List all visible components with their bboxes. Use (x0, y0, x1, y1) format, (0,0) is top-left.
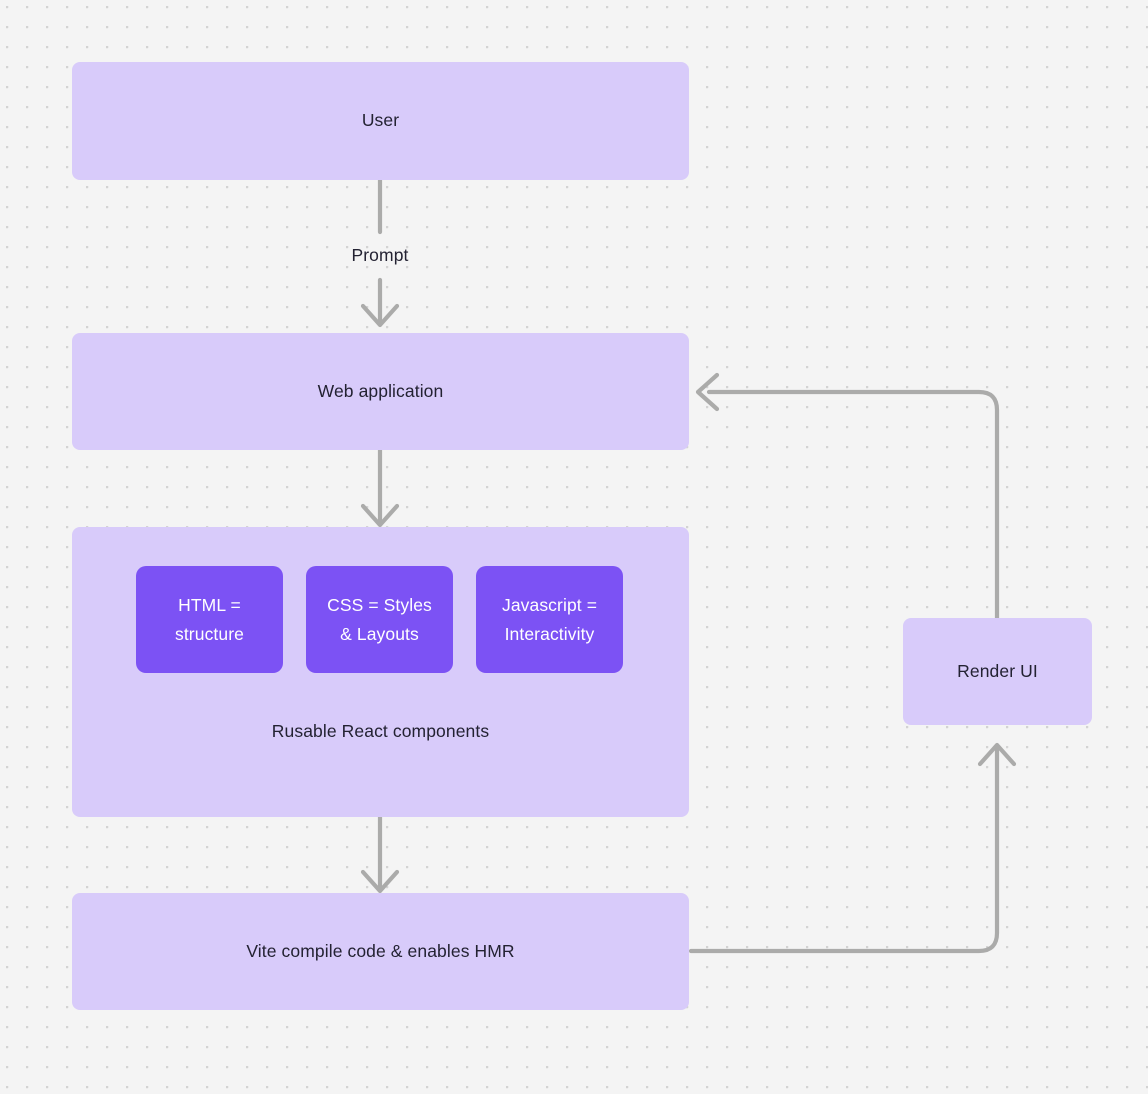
node-components-group-label: Rusable React components (271, 721, 490, 741)
node-vite-label: Vite compile code & enables HMR (246, 940, 515, 961)
edge-components-to-vite-arrowhead (360, 869, 400, 894)
node-user-label: User (361, 110, 400, 131)
chip-javascript-label: Javascript = Interactivity (501, 595, 598, 644)
chip-css-label: CSS = Styles & Layouts (327, 595, 432, 644)
node-components-group[interactable]: HTML = structure CSS = Styles & Layouts … (72, 527, 689, 817)
chip-html[interactable]: HTML = structure (136, 566, 283, 673)
edge-web-to-components-arrowhead (360, 503, 400, 528)
node-web-application[interactable]: Web application (72, 333, 689, 450)
chip-html-label: HTML = structure (175, 595, 244, 644)
chip-css[interactable]: CSS = Styles & Layouts (306, 566, 453, 673)
edge-vite-to-render-arrowhead (977, 742, 1017, 767)
edge-render-to-web-arrowhead (695, 372, 720, 412)
edge-label-prompt: Prompt (351, 245, 409, 265)
chip-javascript[interactable]: Javascript = Interactivity (476, 566, 623, 673)
node-vite[interactable]: Vite compile code & enables HMR (72, 893, 689, 1010)
node-render-ui-label: Render UI (957, 660, 1038, 681)
node-web-application-label: Web application (317, 380, 444, 401)
edge-render-to-web (706, 389, 1000, 621)
edge-prompt-to-web-arrowhead (360, 303, 400, 328)
node-user[interactable]: User (72, 62, 689, 180)
node-render-ui[interactable]: Render UI (903, 618, 1092, 725)
edge-vite-to-render (688, 744, 1000, 954)
